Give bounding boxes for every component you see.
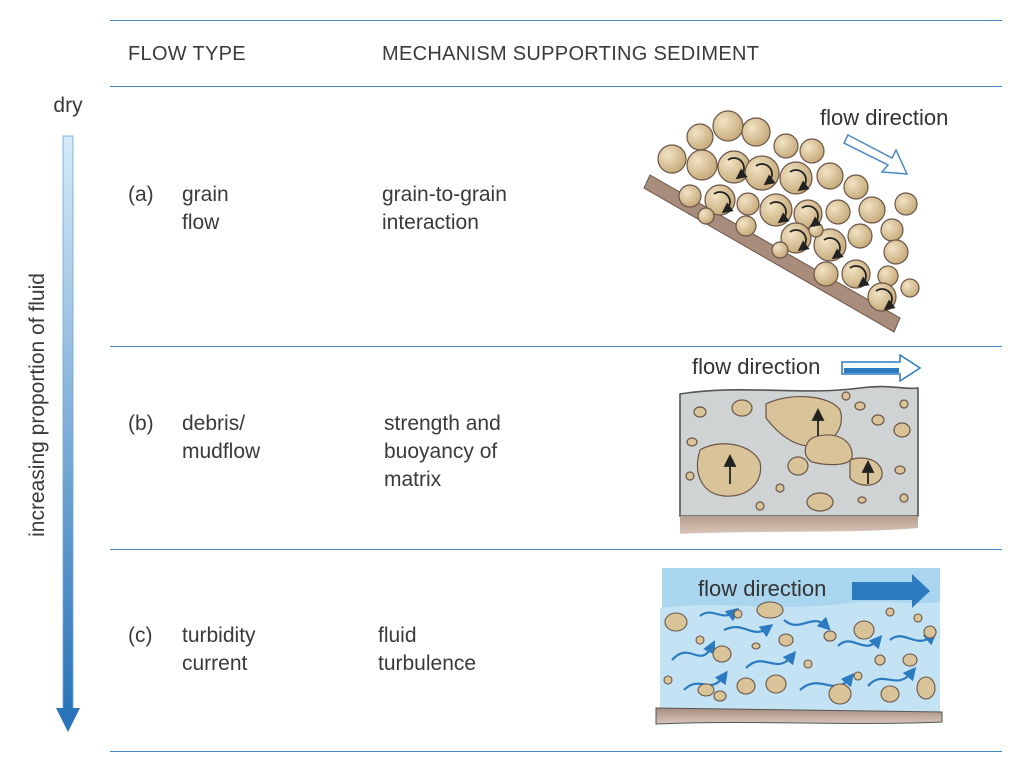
rotation-arrows	[713, 157, 896, 311]
turbid-base-ground	[655, 707, 943, 725]
turbidity-current-figure: flow direction	[655, 568, 943, 725]
row-b-letter: (b)	[128, 412, 154, 435]
axis-arrowhead-icon	[56, 708, 80, 732]
table-top-rule	[110, 20, 1002, 21]
axis-top-label: dry	[53, 94, 83, 117]
row-a-flow-type: grain flow	[182, 183, 229, 234]
row-a-mechanism: grain-to-grain interaction	[382, 183, 507, 234]
row-c-mechanism: fluid turbulence	[378, 624, 477, 675]
row-c-letter: (c)	[128, 624, 153, 647]
row-divider-b-c	[110, 549, 1002, 550]
mud-base-ground	[680, 516, 918, 534]
mudflow-figure: flow direction	[679, 353, 922, 534]
header-bottom-rule	[110, 86, 1002, 87]
row-divider-a-b	[110, 346, 1002, 347]
figure-c-label: flow direction	[698, 576, 826, 601]
header-mechanism: MECHANISM SUPPORTING SEDIMENT	[382, 43, 760, 65]
flow-direction-arrow-icon	[852, 574, 930, 608]
figure-b-label: flow direction	[692, 354, 820, 379]
row-a-letter: (a)	[128, 183, 154, 206]
figure-a-label: flow direction	[820, 105, 948, 130]
table-bottom-rule	[110, 751, 1002, 752]
header-flow-type: FLOW TYPE	[128, 43, 246, 65]
row-b-mechanism: strength and buoyancy of matrix	[384, 412, 501, 491]
axis-gradient-bar	[62, 135, 74, 712]
grain-flow-figure: flow direction	[643, 105, 948, 333]
axis-side-label: increasing proportion of fluid	[26, 273, 49, 537]
row-b-flow-type: debris/ mudflow	[182, 412, 261, 463]
flow-direction-arrow-icon	[842, 133, 909, 175]
suspended-particles	[663, 601, 937, 705]
row-c-flow-type: turbidity current	[182, 624, 256, 675]
mud-clasts	[685, 391, 911, 512]
buoyancy-arrows	[723, 407, 875, 484]
fluid-proportion-axis: dry increasing proportion of fluid	[26, 94, 83, 732]
